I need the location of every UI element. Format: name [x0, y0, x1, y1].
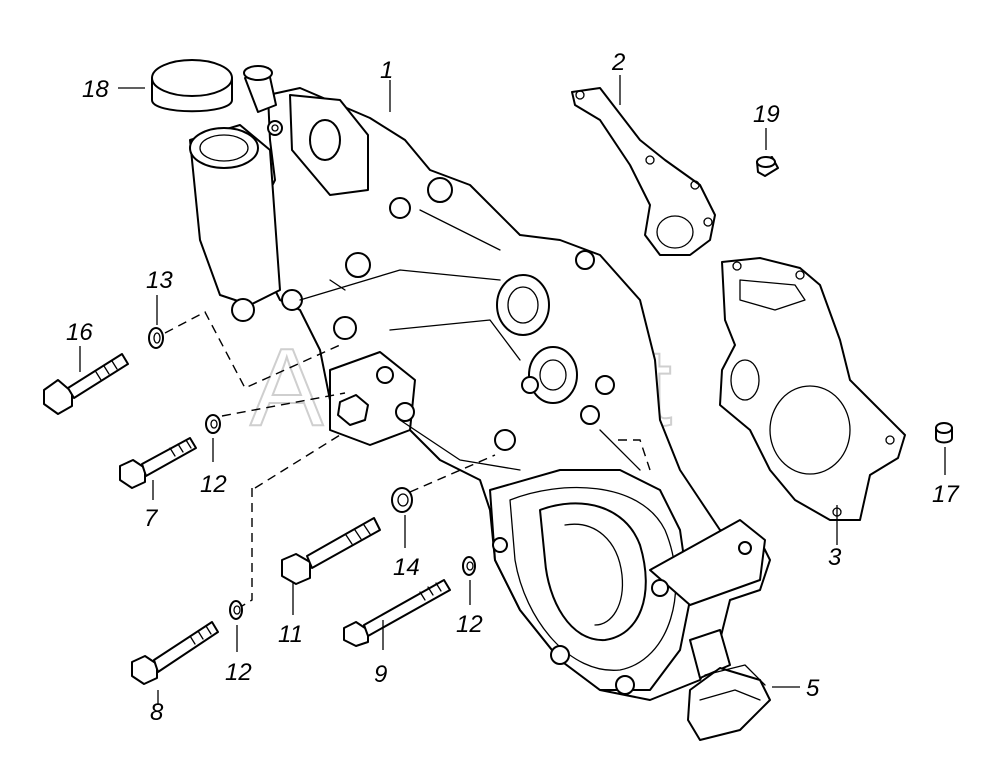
bolt-11 — [281, 517, 381, 585]
callout-13: 13 — [146, 267, 173, 294]
plug-cap — [151, 59, 233, 113]
callout-14: 14 — [393, 554, 420, 581]
callout-labels: 1 2 3 5 7 8 9 11 12 12 12 13 14 16 17 18… — [66, 49, 960, 726]
assembly-lines — [164, 311, 651, 607]
callout-12-upper: 12 — [200, 471, 227, 498]
washer-12-lower — [229, 600, 243, 620]
callout-18: 18 — [82, 76, 109, 103]
large-gasket — [719, 257, 906, 521]
small-nut — [756, 156, 779, 177]
callout-7: 7 — [144, 505, 159, 532]
washer-14 — [391, 487, 413, 513]
bolt-8 — [131, 621, 219, 685]
rubber-cap — [687, 664, 771, 741]
callout-3: 3 — [828, 544, 842, 571]
callout-11: 11 — [278, 621, 303, 648]
callout-1: 1 — [380, 57, 393, 84]
callout-5: 5 — [806, 675, 820, 702]
washer-12-right — [462, 556, 476, 576]
leader-lines — [79, 75, 946, 705]
callout-12-lower: 12 — [225, 659, 252, 686]
washer-12-upper — [205, 414, 221, 434]
callout-9: 9 — [374, 661, 387, 688]
callout-2: 2 — [611, 49, 625, 76]
callout-17: 17 — [932, 481, 960, 508]
bolt-7 — [119, 437, 197, 489]
callout-12-right: 12 — [456, 611, 483, 638]
callout-8: 8 — [150, 699, 164, 726]
washer-13 — [148, 327, 164, 349]
bolt-16 — [43, 353, 129, 415]
callout-19: 19 — [753, 101, 780, 128]
small-cap — [935, 422, 953, 444]
housing-body — [189, 65, 771, 701]
callout-16: 16 — [66, 319, 93, 346]
small-gasket — [571, 87, 716, 256]
bolt-9 — [343, 579, 451, 647]
